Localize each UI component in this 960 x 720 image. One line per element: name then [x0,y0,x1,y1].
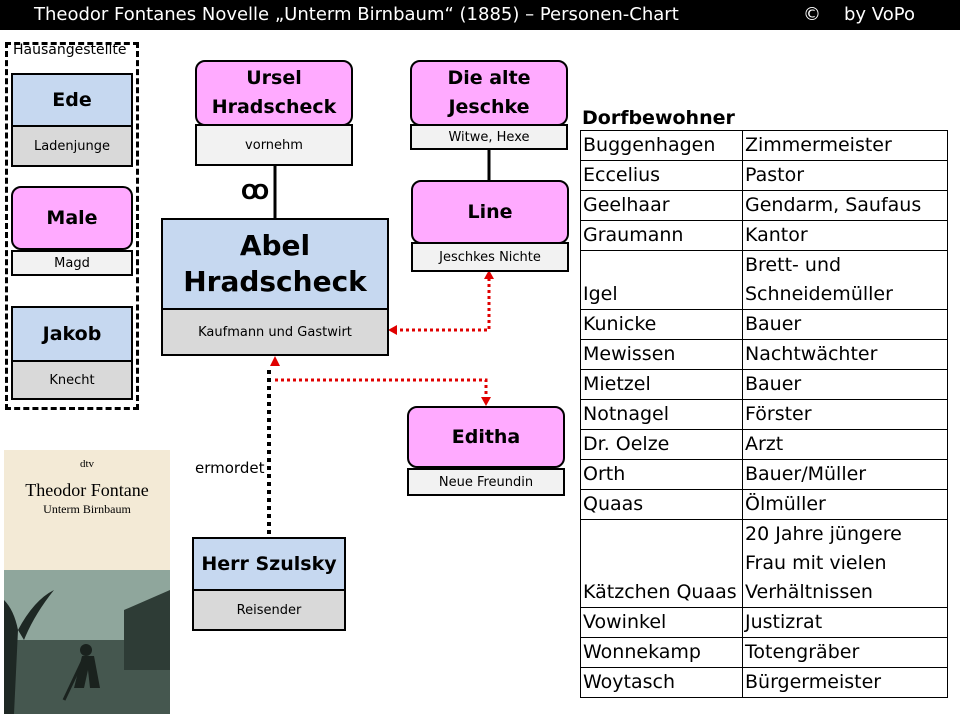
arrow-to-line [484,270,494,279]
villager-role: 20 Jahre jüngere Frau mit vielen Verhält… [742,519,948,608]
villager-name: Notnagel [580,399,743,430]
villager-role: Gendarm, Saufaus [742,190,948,221]
person-name: Ursel Hradscheck [195,60,353,126]
node-die-alte-jeschke: Die alte Jeschke Witwe, Hexe [410,60,568,152]
marriage-symbol: Ꝏ [241,180,270,204]
person-role: Reisender [192,589,346,631]
arrow-abel-top [270,356,280,366]
villager-name: Vowinkel [580,607,743,638]
title-bar: Theodor Fontanes Novelle „Unterm Birnbau… [0,0,960,30]
villagers-title: Dorfbewohner [582,107,735,129]
villager-role: Brett- und Schneidemüller [742,250,948,310]
person-name: Ede [11,73,133,127]
node-male: Male Magd [11,186,133,278]
villager-name: Mewissen [580,339,743,370]
villager-name: Mietzel [580,369,743,400]
villager-role: Bürgermeister [742,667,948,698]
villager-role: Arzt [742,429,948,460]
villager-name: Eccelius [580,160,743,191]
cover-title: Unterm Birnbaum [43,502,131,516]
node-herr-szulsky: Herr Szulsky Reisender [192,537,346,631]
person-role: Neue Freundin [407,468,565,496]
node-editha: Editha Neue Freundin [407,406,565,496]
person-role: Magd [11,250,133,276]
villager-name: Orth [580,459,743,490]
villager-role: Förster [742,399,948,430]
page-title: Theodor Fontanes Novelle „Unterm Birnbau… [34,4,679,25]
cover-illustration [4,570,170,714]
villager-name: Dr. Oelze [580,429,743,460]
person-name: Editha [407,406,565,468]
villager-role: Ölmüller [742,489,948,520]
villager-name: Kätzchen Quaas [580,519,743,608]
villager-name: Quaas [580,489,743,520]
villager-role: Zimmermeister [742,130,948,161]
villager-role: Pastor [742,160,948,191]
villager-role: Bauer/Müller [742,459,948,490]
person-role: Kaufmann und Gastwirt [161,308,389,356]
person-role: Knecht [11,360,133,400]
person-role: Witwe, Hexe [410,124,568,150]
person-name: Male [11,186,133,250]
villager-name: Buggenhagen [580,130,743,161]
villager-role: Justizrat [742,607,948,638]
person-name: Die alte Jeschke [410,60,568,126]
villager-role: Bauer [742,369,948,400]
book-cover-image: dtv Theodor Fontane Unterm Birnbaum [4,450,170,714]
arrow-to-abel [388,325,397,335]
villager-name: Woytasch [580,667,743,698]
staff-group-label: Hausangestellte [13,42,127,58]
node-line: Line Jeschkes Nichte [411,180,569,272]
villager-name: Graumann [580,220,743,251]
murdered-label: ermordet [195,459,265,477]
villager-role: Totengräber [742,637,948,668]
abel-editha-link [275,378,488,400]
villager-name: Igel [580,250,743,310]
copyright-symbol: © [803,4,821,25]
staff-group-frame [5,42,139,410]
villager-role: Bauer [742,309,948,340]
villager-name: Kunicke [580,309,743,340]
villager-name: Wonnekamp [580,637,743,668]
cover-author: Theodor Fontane [25,480,149,500]
villager-name: Geelhaar [580,190,743,221]
person-name: Line [411,180,569,244]
person-role: Jeschkes Nichte [411,242,569,272]
villager-role: Kantor [742,220,948,251]
abel-line-link [394,276,491,332]
person-name: Herr Szulsky [192,537,346,591]
person-role: vornehm [195,124,353,166]
villager-role: Nachtwächter [742,339,948,370]
node-jakob: Jakob Knecht [11,306,133,402]
node-ede: Ede Ladenjunge [11,73,133,169]
author-credit: by VoPo [844,4,915,25]
person-name: Jakob [11,306,133,362]
person-name: Abel Hradscheck [161,218,389,310]
cover-publisher: dtv [79,458,95,470]
arrow-to-editha [481,397,491,406]
node-ursel-hradscheck: Ursel Hradscheck vornehm [195,60,353,166]
person-role: Ladenjunge [11,125,133,167]
node-abel-hradscheck: Abel Hradscheck Kaufmann und Gastwirt [161,218,389,356]
